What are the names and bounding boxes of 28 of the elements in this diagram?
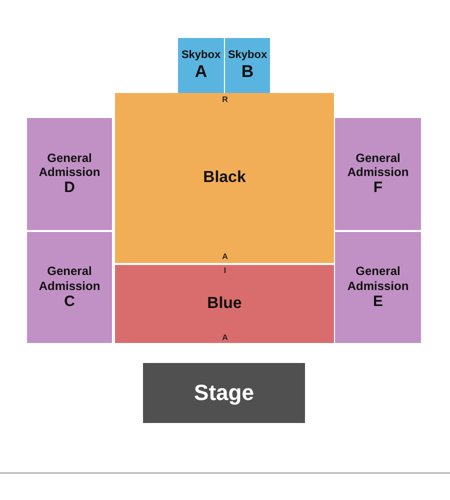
section-name: Skybox [226,48,268,62]
section-name: General Admission [346,264,410,293]
seating-section [335,232,421,343]
seating-section [115,93,334,263]
row-label: A [221,333,229,342]
seating-section [115,265,334,343]
seating-section [27,232,112,343]
stage [143,363,305,423]
seating-section [335,118,421,230]
section-name: General Admission [38,150,102,180]
row-label: A [221,252,229,261]
skybox-section [225,38,270,93]
row-label: R [221,95,229,104]
section-name: Stage [193,380,255,406]
section-letter: C [63,292,76,311]
section-letter: D [63,179,76,198]
section-letter: F [372,179,384,198]
seating-section [27,118,112,230]
skybox-section [178,38,224,93]
section-letter: B [240,62,255,82]
section-name: Black [202,168,247,188]
section-name: Blue [206,294,243,314]
section-name: General Admission [38,264,102,293]
section-letter: E [372,292,384,311]
section-name: General Admission [346,150,410,180]
section-letter: A [194,62,208,82]
row-label: I [222,266,228,275]
section-name: Skybox [180,48,222,62]
